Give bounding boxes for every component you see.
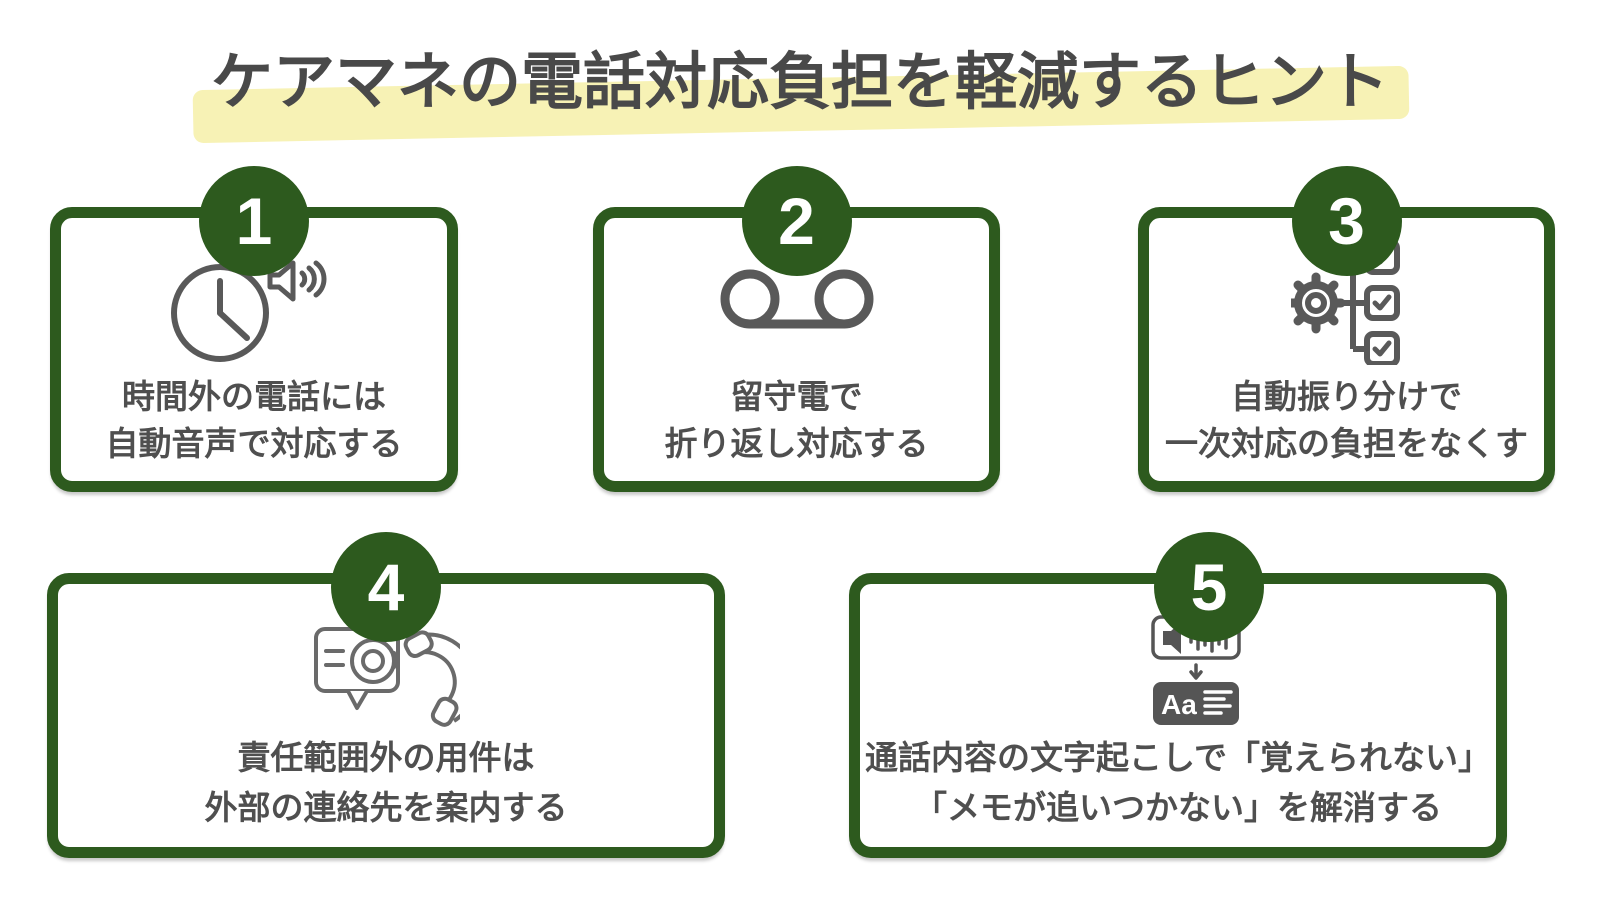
- card-5-line-2: 「メモが追いつかない」を解消する: [913, 789, 1442, 826]
- auto-routing-icon: [1290, 241, 1403, 365]
- card-2-content: 留守電で 折り返し対応する: [604, 218, 989, 481]
- page-title: ケアマネの電話対応負担を軽減するヒント: [210, 48, 1390, 117]
- card-5-label: 通話内容の文字起こしで「覚えられない」 「メモが追いつかない」を解消する: [865, 733, 1491, 833]
- card-3-line-1: 自動振り分けで: [1231, 378, 1462, 415]
- voicemail-icon: [720, 265, 874, 333]
- card-2-line-2: 折り返し対応する: [664, 425, 929, 462]
- card-2-voicemail-callback: 2 留守電で 折り返し対応する: [593, 166, 1000, 492]
- step-number-badge: 3: [1291, 166, 1402, 276]
- message-at-phone-icon: [312, 615, 460, 727]
- card-5-line-1: 通話内容の文字起こしで「覚えられない」: [864, 739, 1491, 776]
- card-2-line-1: 留守電で: [730, 378, 863, 415]
- card-4-line-1: 責任範囲外の用件は: [237, 739, 535, 776]
- step-number-badge: 5: [1154, 532, 1264, 642]
- card-3-line-2: 一次対応の負担をなくす: [1165, 425, 1528, 462]
- card-1-label: 時間外の電話には 自動音声で対応する: [106, 373, 403, 467]
- card-4-line-2: 外部の連絡先を案内する: [204, 789, 568, 826]
- aa-text-label: Aa: [1161, 689, 1197, 720]
- step-number-badge: 2: [741, 166, 852, 276]
- card-4-content: 責任範囲外の用件は 外部の連絡先を案内する: [58, 584, 714, 847]
- step-number-badge: 1: [199, 166, 309, 276]
- card-4-label: 責任範囲外の用件は 外部の連絡先を案内する: [205, 733, 568, 833]
- card-1-after-hours-auto-voice: 1 時間外の電話には 自動音声で対応する: [50, 166, 458, 492]
- card-1-content: 時間外の電話には 自動音声で対応する: [61, 218, 447, 481]
- card-1-line-2: 自動音声で対応する: [105, 425, 403, 462]
- card-3-auto-routing: 3: [1138, 166, 1555, 492]
- card-3-label: 自動振り分けで 一次対応の負担をなくす: [1165, 373, 1528, 467]
- card-2-label: 留守電で 折り返し対応する: [665, 373, 929, 467]
- card-1-line-1: 時間外の電話には: [122, 378, 386, 415]
- page-title-wrap: ケアマネの電話対応負担を軽減するヒント: [192, 46, 1410, 144]
- card-5-call-transcription: 5 Aa: [849, 532, 1507, 858]
- card-4-external-contact: 4: [47, 532, 725, 858]
- step-number-badge: 4: [331, 532, 441, 642]
- clock-announcement-icon: [170, 243, 338, 365]
- card-3-content: 自動振り分けで 一次対応の負担をなくす: [1149, 218, 1544, 481]
